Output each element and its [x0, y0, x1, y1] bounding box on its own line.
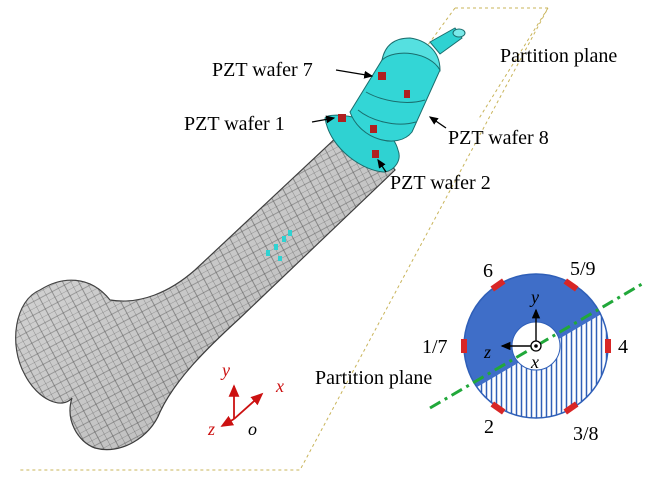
section-axis-x: x [530, 352, 539, 372]
pos-label-3-8: 3/8 [573, 423, 599, 445]
pos-label-1-7: 1/7 [422, 336, 448, 358]
axis-x-label: x [275, 376, 284, 396]
label-partition-plane-bottom: Partition plane [315, 367, 432, 389]
label-pzt-wafer-1: PZT wafer 1 [184, 113, 285, 135]
pos-label-5-9: 5/9 [570, 258, 596, 280]
axis-y-label: y [220, 360, 230, 380]
label-pzt-wafer-2: PZT wafer 2 [390, 172, 491, 194]
pos-label-4: 4 [618, 336, 628, 358]
leader-arrows [311, 69, 447, 173]
section-axis-z: z [483, 342, 491, 362]
pos-label-2: 2 [484, 416, 494, 438]
label-pzt-wafer-8: PZT wafer 8 [448, 127, 549, 149]
axis-z-label: z [207, 419, 215, 439]
partition-line [429, 282, 643, 410]
femur-bone [15, 119, 396, 451]
coordinate-axes: y x z o [207, 360, 284, 439]
cross-section: y z x 6 5/9 1/7 4 2 3/8 [422, 258, 643, 445]
axis-origin-label: o [248, 419, 257, 439]
implant [324, 27, 466, 173]
section-axis-y: y [529, 287, 539, 307]
label-pzt-wafer-7: PZT wafer 7 [212, 59, 313, 81]
pzt-pads [461, 278, 611, 415]
pos-label-6: 6 [483, 260, 493, 282]
label-partition-plane-top: Partition plane [500, 45, 617, 67]
